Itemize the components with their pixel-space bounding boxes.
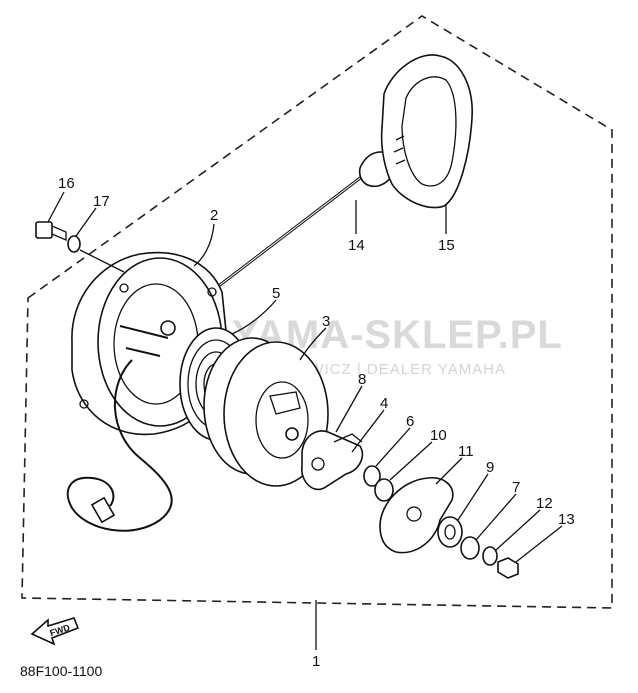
- callout-16: 16: [58, 175, 75, 192]
- washer-9: [437, 516, 463, 548]
- leader-4: [351, 409, 385, 453]
- starter-cable: [66, 359, 173, 532]
- bolt-16-head: [35, 221, 53, 239]
- leader-6: [375, 427, 411, 467]
- starter-cable-end: [90, 496, 116, 524]
- friction-plate-body: [379, 477, 454, 554]
- callout-8: 8: [358, 371, 366, 388]
- spring-washer-7: [460, 536, 480, 560]
- watermark-sub: ECHOWICZ | DEALER YAMAHA: [262, 361, 506, 378]
- leader-17b: [79, 249, 125, 273]
- callout-11: 11: [458, 443, 474, 460]
- starter-handle-ribs: [393, 135, 406, 165]
- callout-2: 2: [210, 207, 218, 224]
- callout-17: 17: [93, 193, 110, 210]
- spring-6: [363, 465, 381, 487]
- callout-1: 1: [312, 653, 320, 670]
- callout-14: 14: [348, 237, 365, 254]
- drive-pawl: [301, 430, 364, 491]
- leader-12: [495, 509, 541, 551]
- case-bolt-hole-4: [79, 399, 89, 409]
- drive-pawl-body: [301, 430, 364, 491]
- leader-lines: [47, 191, 563, 563]
- sheave-drum-hub: [255, 381, 309, 459]
- callout-13: 13: [558, 511, 575, 528]
- bolt-16: [35, 221, 67, 241]
- callout-labels: 16 17 2 5 3 8 4 6 10 11 9 7 12 13 14 15 …: [58, 175, 575, 670]
- starter-case-shaft: [119, 325, 169, 357]
- case-bolt-hole-1: [119, 283, 129, 293]
- rope-and-handle: [215, 54, 473, 290]
- washer-12: [482, 546, 498, 566]
- starter-handle-grip: [401, 76, 457, 187]
- leader-13: [515, 525, 563, 563]
- leader-7: [475, 493, 517, 541]
- starter-rope-inner: [215, 171, 369, 289]
- drive-pawl-hole: [311, 457, 325, 471]
- assembly-boundary: [21, 15, 613, 609]
- friction-plate: [379, 477, 454, 554]
- callout-15: 15: [438, 237, 455, 254]
- washer-10: [374, 478, 394, 502]
- leader-5: [231, 299, 277, 335]
- washer-9-hole: [444, 524, 456, 540]
- callout-7: 7: [512, 479, 520, 496]
- drive-pawl-arm: [333, 433, 363, 443]
- leader-3: [299, 327, 327, 361]
- leader-2: [193, 223, 215, 267]
- callout-6: 6: [406, 413, 414, 430]
- leader-9: [457, 473, 489, 521]
- friction-plate-hole: [406, 506, 422, 522]
- leader-16: [47, 191, 65, 223]
- callout-9: 9: [486, 459, 494, 476]
- leader-10: [389, 441, 433, 481]
- nut-13: [497, 557, 519, 579]
- callout-3: 3: [322, 313, 330, 330]
- leader-8: [335, 385, 363, 433]
- leader-11: [435, 457, 463, 485]
- callout-10: 10: [430, 427, 447, 444]
- sheave-drum-center: [285, 427, 299, 441]
- fwd-arrow: FWD: [30, 617, 80, 646]
- callout-12: 12: [536, 495, 553, 512]
- starter-case-post: [160, 320, 176, 336]
- sheave-drum-pawl-slot: [269, 391, 301, 415]
- callout-5: 5: [272, 285, 280, 302]
- leader-17: [75, 207, 97, 237]
- bolt-16-thread: [51, 225, 67, 241]
- fwd-arrow-shape: [30, 617, 80, 646]
- washer-17: [67, 235, 81, 253]
- diagram-code: 88F100-1100: [20, 663, 102, 679]
- callout-4: 4: [380, 395, 388, 412]
- case-bolt-hole-2: [207, 287, 217, 297]
